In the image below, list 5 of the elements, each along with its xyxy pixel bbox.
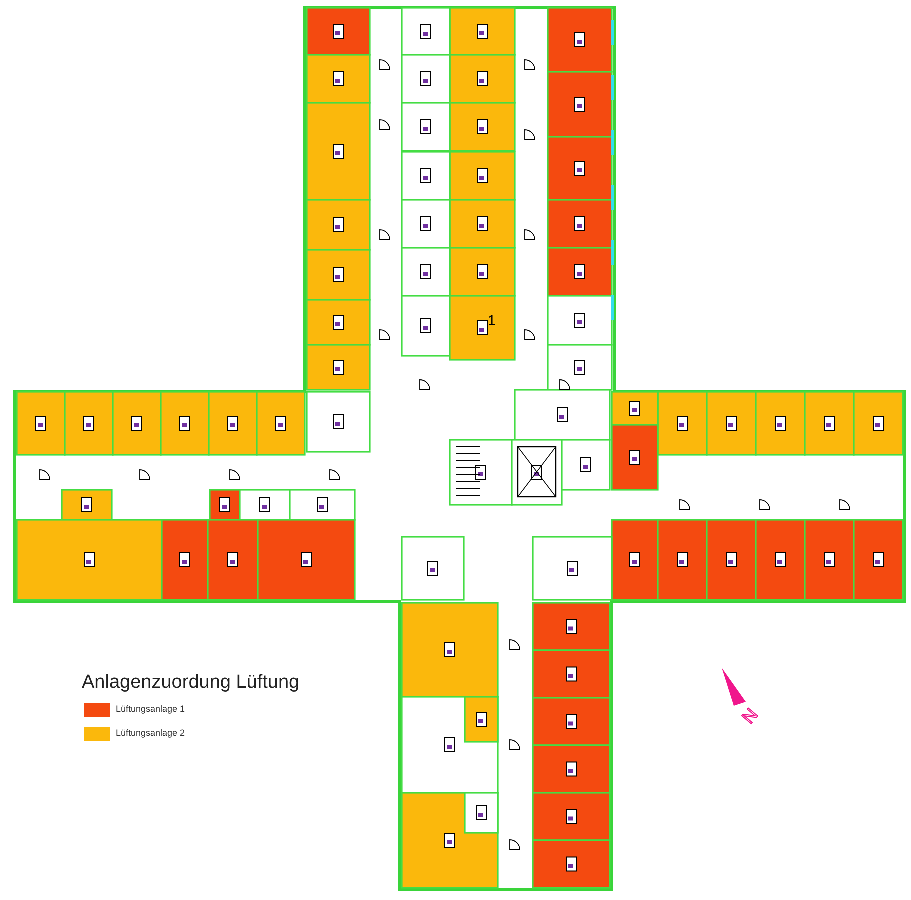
legend-title: Anlagenzuordung Lüftung [82,672,300,694]
legend-label: Lüftungsanlage 2 [116,728,186,738]
room-number: 1 [488,312,496,328]
north-label: N [738,704,763,728]
legend-label: Lüftungsanlage 1 [116,704,186,714]
